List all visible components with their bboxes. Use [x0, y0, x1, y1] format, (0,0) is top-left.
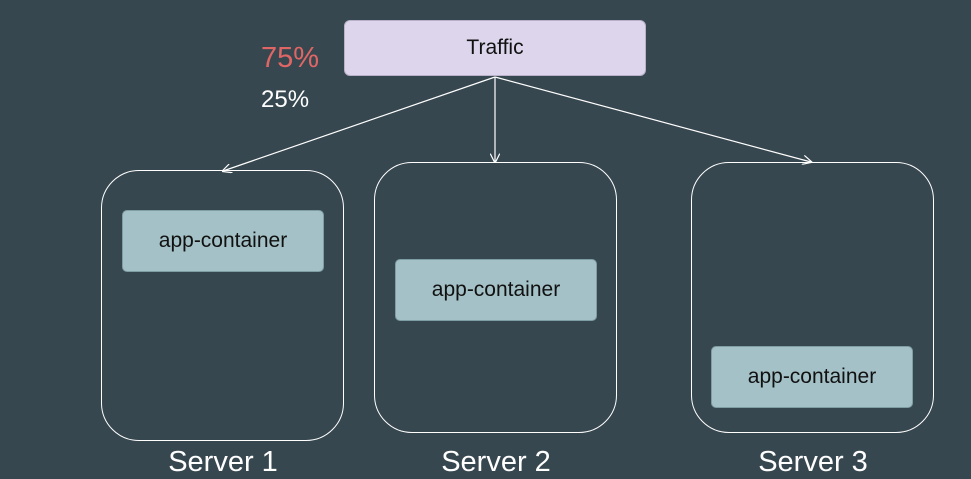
server-2-label: Server 2 [441, 446, 551, 478]
server-1-box [101, 170, 344, 441]
arrow-to-server-3 [494, 76, 811, 162]
secondary-percentage: 25% [261, 86, 310, 113]
server-3-container: app-container [711, 346, 913, 408]
server-2-container: app-container [395, 259, 597, 321]
traffic-node: Traffic [344, 20, 646, 76]
server-2-box [374, 162, 617, 433]
arrow-to-server-1 [223, 76, 496, 171]
server-3-box [691, 162, 934, 433]
server-1-label: Server 1 [168, 446, 278, 478]
server-1-container: app-container [122, 210, 324, 272]
container-label: app-container [158, 229, 288, 252]
traffic-label: Traffic [466, 36, 524, 59]
container-label: app-container [431, 278, 561, 301]
primary-percentage: 75% [261, 42, 320, 74]
container-label: app-container [747, 365, 877, 388]
server-3-label: Server 3 [758, 446, 868, 478]
